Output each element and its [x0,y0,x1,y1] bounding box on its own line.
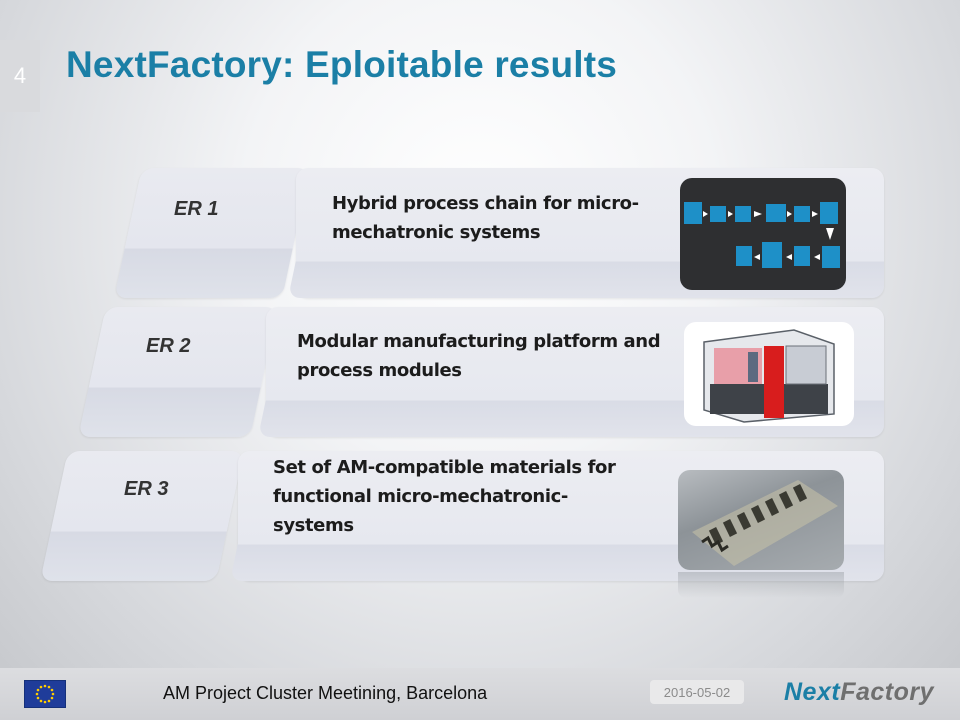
er2-description-line: process modules [297,359,462,381]
footer-bar [0,668,960,720]
arrow-icon [826,228,834,240]
er3-description-line: functional micro-mechatronic- [273,485,568,507]
module-red [764,346,784,418]
circuit-pad [764,498,780,516]
er1-description-line: mechatronic systems [332,221,541,243]
logo-next: Next [784,678,841,706]
date-badge: 2016-05-02 [650,680,744,704]
er2-label: ER 2 [146,335,191,357]
step-box [736,246,752,266]
slide-number: 4 [0,40,40,112]
eu-flag-icon [24,680,66,708]
step-box [794,206,810,222]
photo-reflection [678,572,844,598]
arrow-icon [786,254,792,260]
arrow-icon [754,254,760,260]
manufacturing-platform-render [684,322,854,426]
step-box [684,202,702,224]
step-box [766,204,786,222]
er3-label: ER 3 [124,478,169,500]
arrow-icon [728,211,733,217]
step-box [762,242,782,268]
step-box [822,246,840,268]
meeting-caption: AM Project Cluster Meetining, Barcelona [163,683,488,703]
printed-circuit-sample-photo [678,470,844,570]
circuit-pad [792,484,808,502]
er3-tab [40,451,244,581]
er1-tab [114,168,310,298]
er2-tab [78,307,278,437]
step-box [794,246,810,266]
sample-substrate [692,480,838,566]
eu-stars-icon [35,684,55,704]
circuit-pad [722,519,738,537]
slide-title: NextFactory: Eploitable results [66,44,618,85]
module-right [785,345,827,385]
er2-description: Modular manufacturing platform and proce… [297,328,661,386]
arrow-icon [814,254,820,260]
arrow-icon [787,211,792,217]
platform-svg [703,329,835,423]
er1-description: Hybrid process chain for micro- mechatro… [332,190,639,248]
circuit-pad [750,505,766,523]
arrow-icon [703,211,708,217]
er3-description-line: Set of AM-compatible materials for [273,457,616,478]
process-chain-svg [684,202,840,268]
logo-factory: Factory [840,678,934,706]
process-chain-diagram [680,178,846,290]
step-box [710,206,726,222]
step-box [820,202,838,224]
er3-description-line: systems [273,514,354,536]
arrow-icon [812,211,818,217]
circuit-svg [692,480,838,566]
circuit-pad [778,491,794,509]
module-tool [748,352,758,382]
er1-description-line: Hybrid process chain for micro- [332,193,639,214]
nextfactory-logo: NextFactory [784,678,934,707]
er2-description-line: Modular manufacturing platform and [297,331,661,352]
er3-description: Set of AM-compatible materials for funct… [273,454,616,540]
circuit-trace [701,535,729,553]
circuit-pad [736,512,752,530]
arrow-icon [754,211,762,217]
step-box [735,206,751,222]
circuit-pad [708,527,724,545]
er1-label: ER 1 [174,198,219,220]
